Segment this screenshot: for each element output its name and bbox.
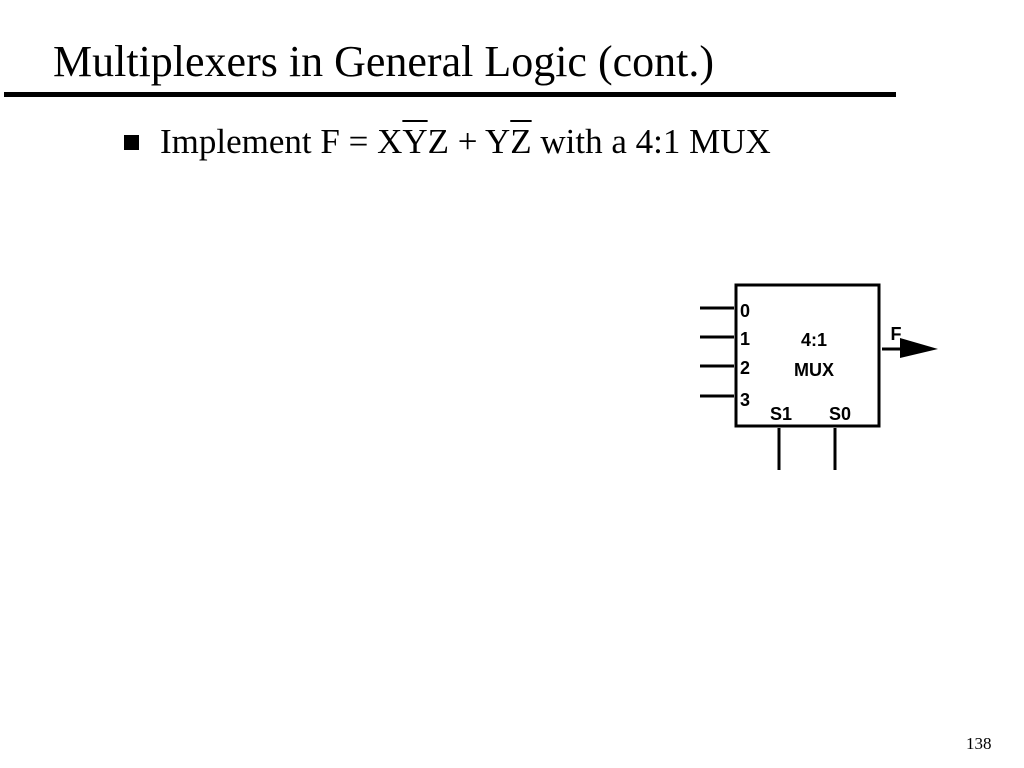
title-divider <box>4 92 896 97</box>
input-label-1: 1 <box>740 329 750 349</box>
equation-middle: Z + Y <box>427 122 511 161</box>
mux-size-label: 4:1 <box>801 330 827 350</box>
square-bullet-icon <box>124 134 139 150</box>
output-label: F <box>891 324 902 344</box>
mux-name-label: MUX <box>794 360 834 380</box>
output-arrow-icon <box>900 338 938 358</box>
slide-title: Multiplexers in General Logic (cont.) <box>53 37 715 86</box>
bullet-text: Implement F = XYZ + YZ with a 4:1 MUX <box>160 122 771 162</box>
page-number: 138 <box>966 734 992 753</box>
equation-prefix: Implement F = X <box>160 122 403 161</box>
select-label-s0: S0 <box>829 404 851 424</box>
input-label-3: 3 <box>740 390 750 410</box>
mux-body <box>734 283 881 428</box>
select-label-s1: S1 <box>770 404 792 424</box>
equation-suffix: with a 4:1 MUX <box>531 122 771 161</box>
input-label-0: 0 <box>740 301 750 321</box>
complemented-y: Y <box>402 122 428 161</box>
input-label-2: 2 <box>740 358 750 378</box>
bullet-item: Implement F = XYZ + YZ with a 4:1 MUX <box>124 120 771 164</box>
complemented-z: Z <box>510 122 532 161</box>
mux-diagram: 0 1 2 3 4:1 MUX S1 S0 F <box>700 283 938 470</box>
